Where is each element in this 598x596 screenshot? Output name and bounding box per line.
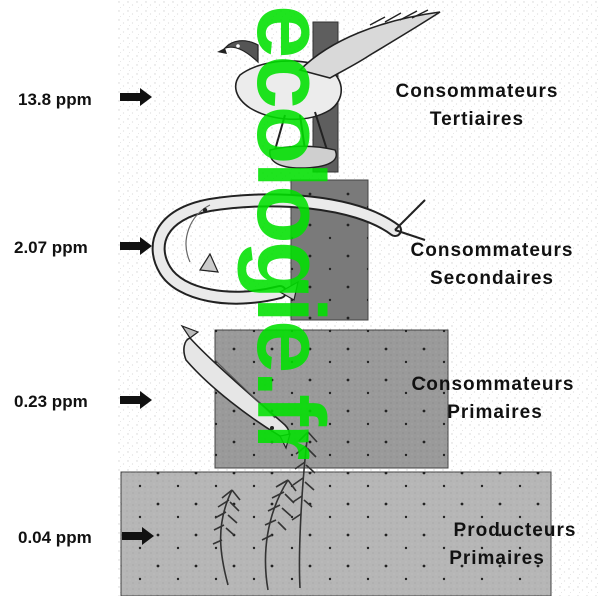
label-secondaires-line2: Secondaires: [430, 268, 554, 289]
concentration-value: 13.8 ppm: [18, 90, 92, 109]
label-tertiaires-line1: Consommateurs: [396, 81, 559, 102]
watermark: ecologie.fr: [237, 5, 344, 459]
concentration-value: 2.07 ppm: [14, 238, 88, 257]
label-secondaires-line1: Consommateurs: [411, 240, 574, 261]
label-primaires-line1: Consommateurs: [412, 374, 575, 395]
label-primaires-line2: Primaires: [447, 402, 543, 423]
concentration-value: 0.04 ppm: [18, 528, 92, 547]
label-tertiaires-line2: Tertiaires: [430, 109, 524, 130]
label-producteurs-line2: Primaires: [449, 548, 545, 569]
concentration-value: 0.23 ppm: [14, 392, 88, 411]
label-producteurs-line1: Producteurs: [454, 520, 577, 541]
